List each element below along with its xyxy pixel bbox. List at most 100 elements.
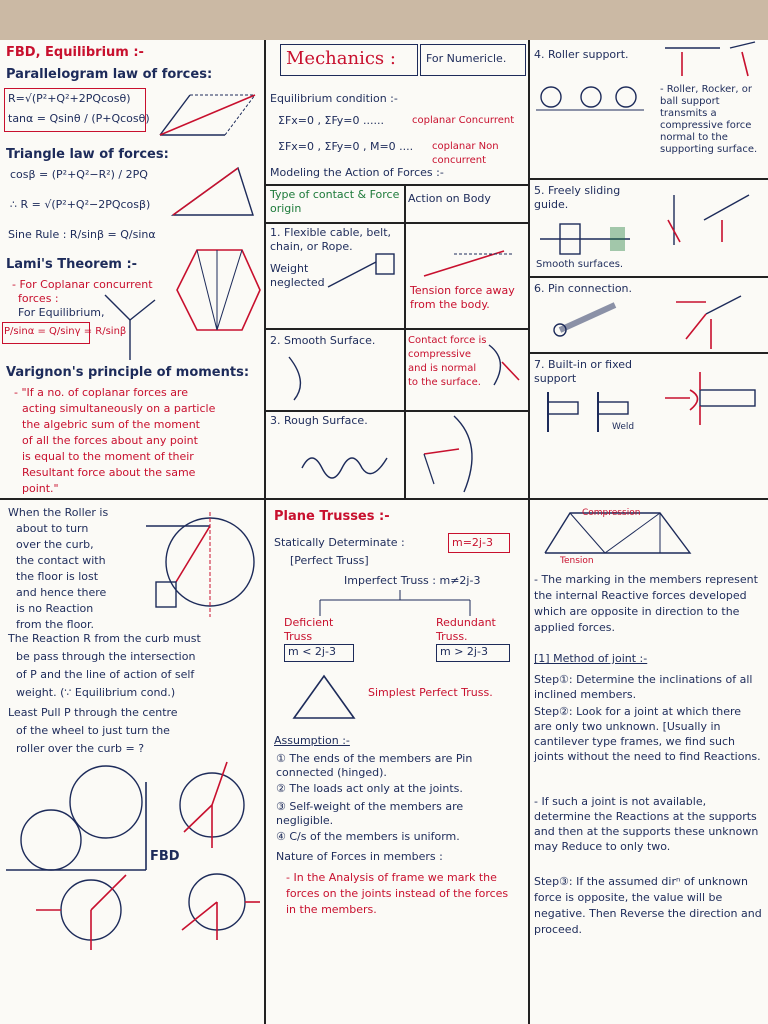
lami-formula: P/sinα = Q/sinγ = R/sinβ	[4, 326, 127, 337]
varignon-line: acting simultaneously on a particle	[22, 402, 216, 415]
paper	[0, 40, 768, 1024]
eq1: ΣFx=0 , ΣFy=0 ......	[278, 114, 384, 127]
equilibrium-title: Equilibrium condition :-	[270, 92, 398, 105]
def-eq-box	[284, 644, 354, 662]
least-line: of the wheel to just turn the	[16, 724, 170, 737]
varignon-line: the algebric sum of the moment	[22, 418, 200, 431]
support-7-title: 7. Built-in or fixed support	[534, 358, 633, 385]
row1-sub: Weight neglected	[270, 262, 325, 289]
table-line	[266, 222, 528, 224]
roller-line: and hence there	[16, 586, 107, 599]
support-4-text: - Roller, Rocker, or ball support transm…	[660, 84, 758, 155]
tension-diagram	[423, 250, 514, 277]
def-eq: m < 2j-3	[288, 645, 336, 658]
divider	[530, 352, 768, 354]
red-eq-box	[436, 644, 510, 662]
analysis-text: - In the Analysis of frame we mark the f…	[286, 871, 509, 916]
divider	[264, 498, 266, 1024]
assume-item: ② The loads act only at the joints.	[276, 782, 463, 795]
least-line: Least Pull P through the centre	[8, 706, 178, 719]
assume-item: ① The ends of the members are Pin connec…	[276, 752, 473, 779]
sliding-guide-diagram	[540, 223, 630, 255]
lami-note1: - For Coplanar concurrent	[12, 278, 153, 291]
eq1-note: coplanar Concurrent	[412, 115, 515, 126]
reaction-line: The Reaction R from the curb must	[8, 632, 201, 645]
roller-line: the floor is lost	[16, 570, 99, 583]
truss-tree-diagram	[319, 590, 471, 616]
smooth-surface-diagram	[288, 356, 302, 401]
pin-diagram	[553, 302, 617, 337]
row1-action: Tension force away from the body.	[410, 284, 515, 311]
triangle-diagram	[170, 166, 254, 216]
roller-line: is no Reaction	[16, 602, 94, 615]
simple-truss-diagram	[292, 674, 356, 719]
friction-diagram	[423, 415, 473, 493]
assume-item: ④ C/s of the members is uniform.	[276, 830, 460, 843]
roller-fbd-diagram	[179, 761, 245, 848]
support-4-title: 4. Roller support.	[534, 48, 629, 61]
support-5-sub: Smooth surfaces.	[536, 259, 624, 270]
fbd-lower-roller	[36, 874, 127, 950]
deficient-label: Deficient Truss	[284, 616, 334, 643]
modeling-title: Modeling the Action of Forces :-	[270, 166, 444, 179]
row2-type: 2. Smooth Surface.	[270, 334, 376, 347]
triangle-title: Triangle law of forces:	[6, 147, 169, 162]
trusses-title: Plane Trusses :-	[274, 509, 390, 524]
roller-support-diagram	[536, 86, 644, 111]
lami-eq: For Equilibrium,	[18, 306, 105, 319]
varignon-title: Varignon's principle of moments:	[6, 365, 250, 380]
table-line	[266, 410, 528, 412]
formula-R: R=√(P²+Q²+2PQcosθ)	[8, 92, 131, 105]
formula-box	[4, 88, 146, 132]
fbd-title: FBD, Equilibrium :-	[6, 45, 144, 60]
two-rollers-diagram	[6, 765, 147, 871]
assumption-title: Assumption :-	[274, 734, 350, 747]
mechanics-title-box	[280, 44, 418, 76]
reaction-line: weight. (∵ Equilibrium cond.)	[16, 686, 176, 699]
normal-force-diagram	[488, 344, 520, 386]
step-3: Step③: If the assumed dirⁿ of unknown fo…	[534, 875, 762, 936]
lami-forces-diagram	[104, 294, 156, 360]
divider	[0, 498, 768, 500]
varignon-line: of all the forces about any point	[22, 434, 198, 447]
roller-line: about to turn	[16, 522, 89, 535]
determinate-label: Statically Determinate :	[274, 536, 405, 549]
divider	[528, 40, 530, 1024]
roller-line: the contact with	[16, 554, 106, 567]
mechanics-title: Mechanics :	[286, 48, 396, 69]
table-line	[266, 184, 528, 186]
divider	[264, 40, 266, 500]
lami-note2: forces :	[18, 292, 59, 305]
fixed-support-diagram	[547, 392, 629, 432]
row1-type: 1. Flexible cable, belt, chain, or Rope.	[270, 226, 392, 253]
varignon-line: - "If a no. of coplanar forces are	[14, 386, 188, 399]
row3-type: 3. Rough Surface.	[270, 414, 368, 427]
sliding-reaction-diagram	[667, 194, 750, 245]
lami-title: Lami's Theorem :-	[6, 257, 138, 272]
cable-diagram	[327, 253, 395, 288]
hexagon-diagram	[176, 249, 261, 331]
table-line	[404, 184, 406, 498]
tension-label: Tension	[560, 556, 594, 566]
m-eq-box	[448, 533, 510, 553]
weld-label: Weld	[612, 422, 635, 432]
least-line: roller over the curb = ?	[16, 742, 145, 755]
varignon-line: point."	[22, 482, 59, 495]
marking-text: - The marking in the members represent t…	[534, 573, 758, 634]
table-head-action: Action on Body	[408, 192, 491, 205]
step-1: Step①: Determine the inclinations of all…	[534, 673, 753, 701]
table-line	[266, 328, 528, 330]
varignon-line: Resultant force about the same	[22, 466, 196, 479]
rough-surface-diagram	[301, 457, 388, 479]
divider	[530, 178, 768, 180]
perfect-label: [Perfect Truss]	[290, 554, 369, 567]
compression-label: Compression	[582, 508, 641, 518]
nature-label: Nature of Forces in members :	[276, 850, 443, 863]
triangle-cos: cosβ = (P²+Q²−R²) / 2PQ	[10, 168, 148, 181]
fbd-label: FBD	[150, 849, 180, 864]
support-5-title: 5. Freely sliding guide.	[534, 184, 621, 211]
row2-action: Contact force is compressive and is norm…	[408, 335, 487, 388]
varignon-line: is equal to the moment of their	[22, 450, 194, 463]
reaction-line: be pass through the intersection	[16, 650, 196, 663]
